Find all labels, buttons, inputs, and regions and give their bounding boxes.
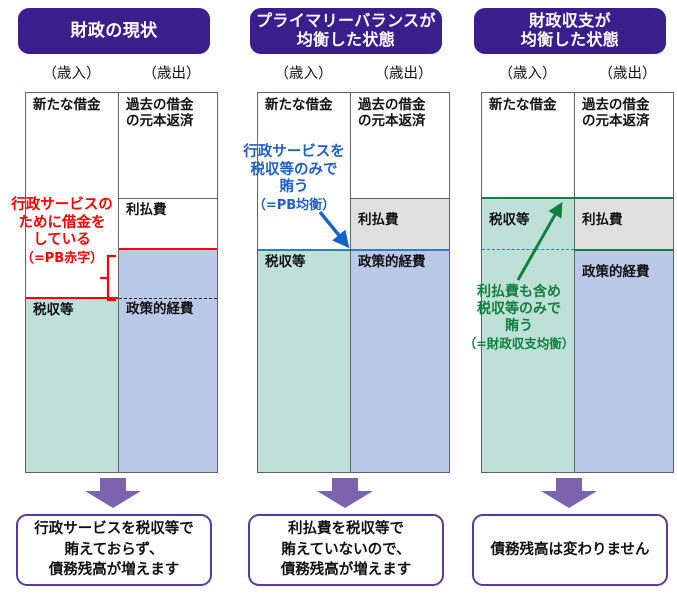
- column-labels-fb: （歳入） （歳出）: [481, 62, 674, 84]
- pb-deficit-top-line: [119, 248, 217, 250]
- segment-interest-payment: 利払費: [119, 198, 217, 249]
- down-arrow-icon: [317, 478, 373, 508]
- caption-line: 賄えていないので、: [281, 541, 411, 558]
- pb-balance-annotation: 行政サービスを 税収等のみで 賄う （=PB均衡）: [242, 144, 346, 214]
- segment-interest-payment: 利払費: [575, 198, 673, 249]
- segment-tax-revenue: 税収等: [258, 250, 350, 472]
- caption-line: 利払費を税収等で: [288, 521, 404, 538]
- annotation-line: 賄う: [279, 179, 309, 196]
- segment-label: 政策的経費: [358, 254, 426, 270]
- annotation-sub: （=財政収支均衡）: [463, 336, 575, 352]
- pb-balance-line: [258, 249, 350, 251]
- panel-primary-balance-balanced: プライマリーバランスが 均衡した状態 （歳入） （歳出） 新たな借金 税収等 過…: [236, 0, 455, 601]
- caption-line: 債務残高が増えます: [48, 562, 180, 579]
- panel-header-line: 均衡した状態: [520, 30, 620, 49]
- column-label-expenditure: （歳出）: [598, 66, 657, 82]
- expenditure-column: 過去の借金 の元本返済 利払費 政策的経費: [350, 93, 449, 472]
- annotation-line: ために借金を: [18, 214, 106, 231]
- revenue-column: 新たな借金 税収等: [482, 93, 574, 472]
- annotation-line: 税収等のみで: [250, 161, 338, 178]
- expenditure-column: 過去の借金 の元本返済 利払費 政策的経費: [118, 93, 217, 472]
- annotation-line: 行政サービスの: [11, 197, 113, 213]
- segment-label: 利払費: [358, 212, 399, 228]
- caption-box-fb: 債務残高は変わりません: [472, 514, 668, 586]
- column-label-revenue: （歳入）: [42, 66, 101, 82]
- column-label-expenditure: （歳出）: [374, 66, 433, 82]
- segment-label: 新たな借金: [33, 97, 101, 113]
- bar-chart-pb: 新たな借金 税収等 過去の借金 の元本返済 利払費 政策的経費: [257, 92, 450, 473]
- annotation-line: 税収等のみで: [477, 301, 561, 318]
- down-arrow-icon: [541, 478, 597, 508]
- bar-chart-current: 新たな借金 税収等 過去の借金 の元本返済 利払費 政策的経費: [25, 92, 218, 473]
- pb-deficit-annotation: 行政サービスの ために借金を している （=PB赤字）: [6, 197, 118, 267]
- divider-principal-interest: [351, 198, 449, 199]
- annotation-sub: （=PB均衡）: [252, 198, 336, 214]
- fiscal-balance-annotation: 利払費も含め 税収等のみで 賄う （=財政収支均衡）: [460, 284, 578, 351]
- segment-policy-expenses: 政策的経費: [575, 250, 673, 472]
- pb-reference-dashed-line: [482, 249, 574, 250]
- segment-label: 政策的経費: [126, 301, 194, 317]
- segment-label: 過去の借金 の元本返済: [582, 97, 650, 130]
- caption-line: 債務残高は変わりません: [490, 541, 650, 558]
- segment-label: 税収等: [33, 302, 74, 318]
- panel-fiscal-balance-balanced: 財政収支が 均衡した状態 （歳入） （歳出） 新たな借金 税収等 過去の借金 の…: [460, 0, 677, 601]
- segment-policy-expenses: 政策的経費: [119, 249, 217, 472]
- divider-principal-interest: [119, 198, 217, 199]
- revenue-column: 新たな借金 税収等: [26, 93, 118, 472]
- segment-tax-revenue: 税収等: [26, 298, 118, 472]
- segment-policy-expenses: 政策的経費: [351, 250, 449, 472]
- segment-label: 新たな借金: [265, 97, 333, 113]
- annotation-line: 賄う: [505, 318, 533, 335]
- panel-header-line: プライマリーバランスが: [256, 11, 436, 31]
- segment-label: 過去の借金 の元本返済: [126, 97, 194, 130]
- panel-header-current: 財政の現状: [18, 8, 210, 54]
- segment-principal-repayment: 過去の借金 の元本返済: [575, 93, 673, 198]
- policy-split-dashed-line: [119, 298, 217, 299]
- segment-label: 税収等: [265, 254, 306, 270]
- pb-deficit-line: [26, 297, 118, 299]
- column-labels-pb: （歳入） （歳出）: [257, 62, 450, 84]
- segment-new-borrowing: 新たな借金: [482, 93, 574, 198]
- caption-box-current: 行政サービスを税収等で 賄えておらず、 債務残高が増えます: [16, 514, 212, 586]
- panel-header-pb: プライマリーバランスが 均衡した状態: [250, 8, 442, 54]
- fiscal-balance-line: [482, 197, 574, 199]
- caption-line: 行政サービスを税収等で: [34, 521, 194, 538]
- bar-chart-fb: 新たな借金 税収等 過去の借金 の元本返済 利払費 政策的経費: [481, 92, 674, 473]
- annotation-line: している: [33, 232, 91, 249]
- column-label-revenue: （歳入）: [498, 66, 557, 82]
- caption-line: 債務残高が増えます: [280, 562, 412, 579]
- segment-label: 過去の借金 の元本返済: [358, 97, 426, 130]
- segment-label: 新たな借金: [489, 97, 557, 113]
- caption-line: 賄えておらず、: [64, 541, 164, 558]
- segment-label: 利払費: [126, 202, 167, 218]
- fiscal-balance-line-out: [575, 197, 673, 199]
- segment-label: 利払費: [582, 212, 623, 228]
- segment-new-borrowing: 新たな借金: [26, 93, 118, 298]
- panel-header-fb: 財政収支が 均衡した状態: [474, 8, 666, 54]
- annotation-line: 利払費も含め: [477, 284, 561, 300]
- annotation-line: 行政サービスを: [243, 144, 345, 160]
- expenditure-column: 過去の借金 の元本返済 利払費 政策的経費: [574, 93, 673, 472]
- panel-header-line: 財政収支が: [528, 11, 611, 31]
- annotation-sub: （=PB赤字）: [20, 251, 104, 267]
- pb-balance-line-out: [351, 249, 449, 251]
- panel-current-fiscal-situation: 財政の現状 （歳入） （歳出） 新たな借金 税収等 過去の借金 の元本返済 利払…: [4, 0, 223, 601]
- panel-header-line: 均衡した状態: [296, 30, 396, 49]
- column-label-revenue: （歳入）: [274, 66, 333, 82]
- down-arrow-icon: [85, 478, 141, 508]
- column-label-expenditure: （歳出）: [142, 66, 201, 82]
- segment-principal-repayment: 過去の借金 の元本返済: [351, 93, 449, 198]
- revenue-column: 新たな借金 税収等: [258, 93, 350, 472]
- segment-principal-repayment: 過去の借金 の元本返済: [119, 93, 217, 198]
- panel-header-line: 財政の現状: [70, 20, 158, 41]
- segment-label: 政策的経費: [582, 264, 650, 280]
- segment-label: 税収等: [489, 212, 530, 228]
- caption-box-pb: 利払費を税収等で 賄えていないので、 債務残高が増えます: [248, 514, 444, 586]
- column-labels-current: （歳入） （歳出）: [25, 62, 218, 84]
- segment-interest-payment: 利払費: [351, 198, 449, 249]
- interest-bottom-line: [575, 249, 673, 251]
